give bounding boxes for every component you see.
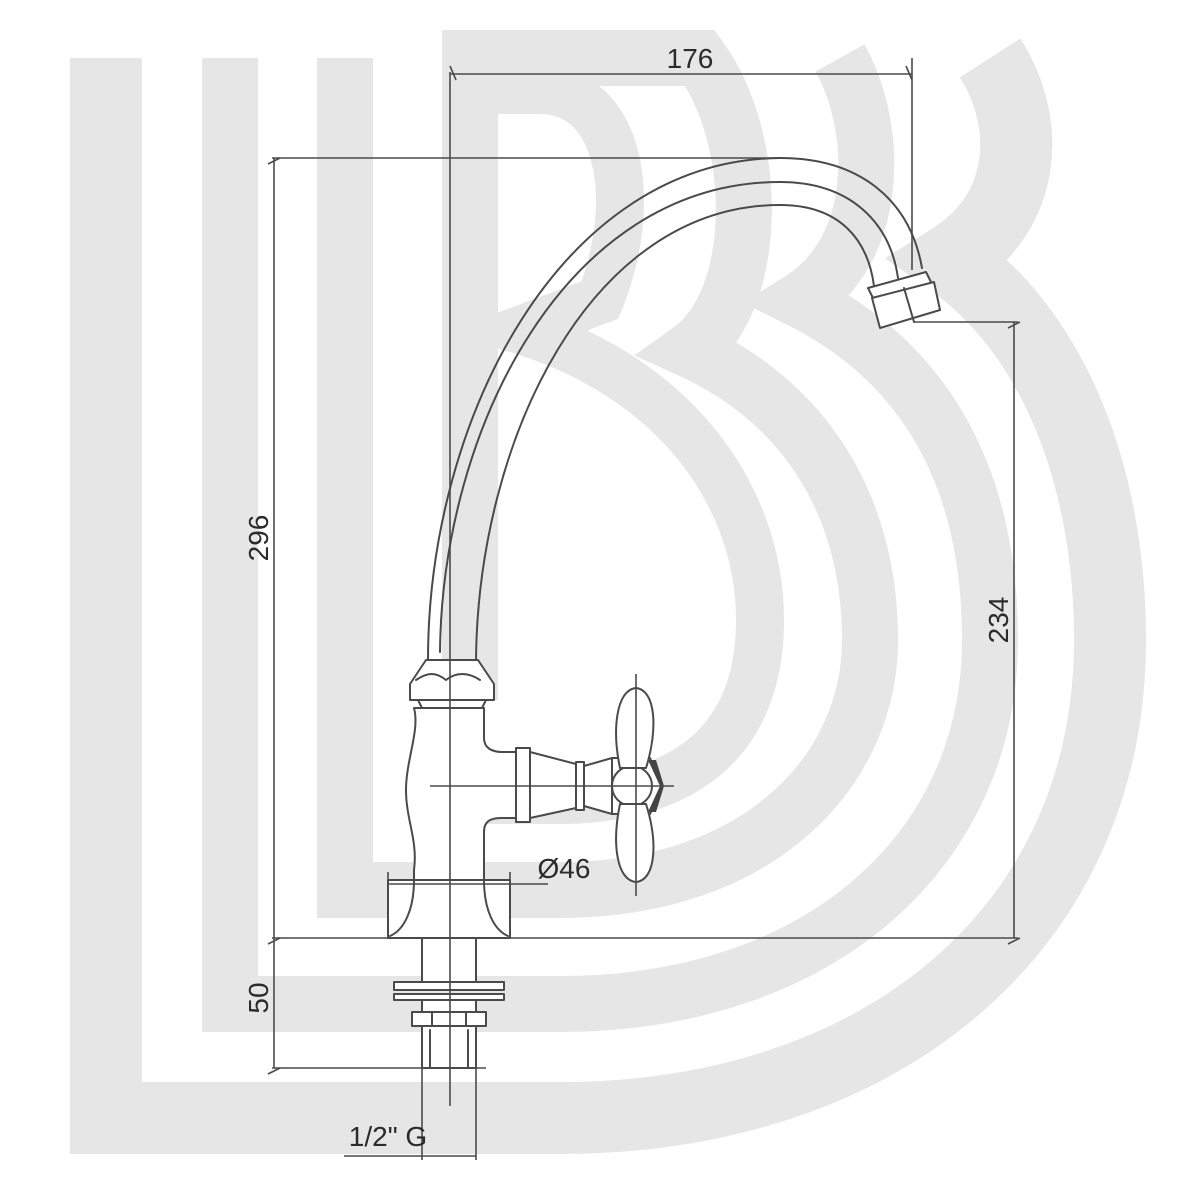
dimension-labels: 176 296 234 Ø46 50 1/2" G (243, 43, 1014, 1152)
spout-outer-edge (427, 157, 923, 661)
dim-thread: 1/2" G (349, 1121, 427, 1152)
aerator (867, 271, 941, 329)
dim-spout-reach: 176 (667, 43, 714, 74)
valve-housing (515, 747, 613, 823)
dim-base-diameter: Ø46 (538, 853, 591, 884)
swivel-nut (409, 659, 495, 709)
dimension-lines (267, 58, 1021, 1160)
faucet-body (405, 707, 521, 881)
dim-total-height: 296 (243, 515, 274, 562)
base-flange (387, 879, 511, 939)
faucet-outline (387, 72, 941, 1106)
dim-shank-length: 50 (243, 982, 274, 1013)
watermark-logo (70, 30, 1147, 1154)
spout-center-line (439, 181, 899, 653)
shank-assembly (393, 937, 505, 1069)
spout-inner-edge (475, 204, 875, 661)
dim-spout-height: 234 (983, 597, 1014, 644)
